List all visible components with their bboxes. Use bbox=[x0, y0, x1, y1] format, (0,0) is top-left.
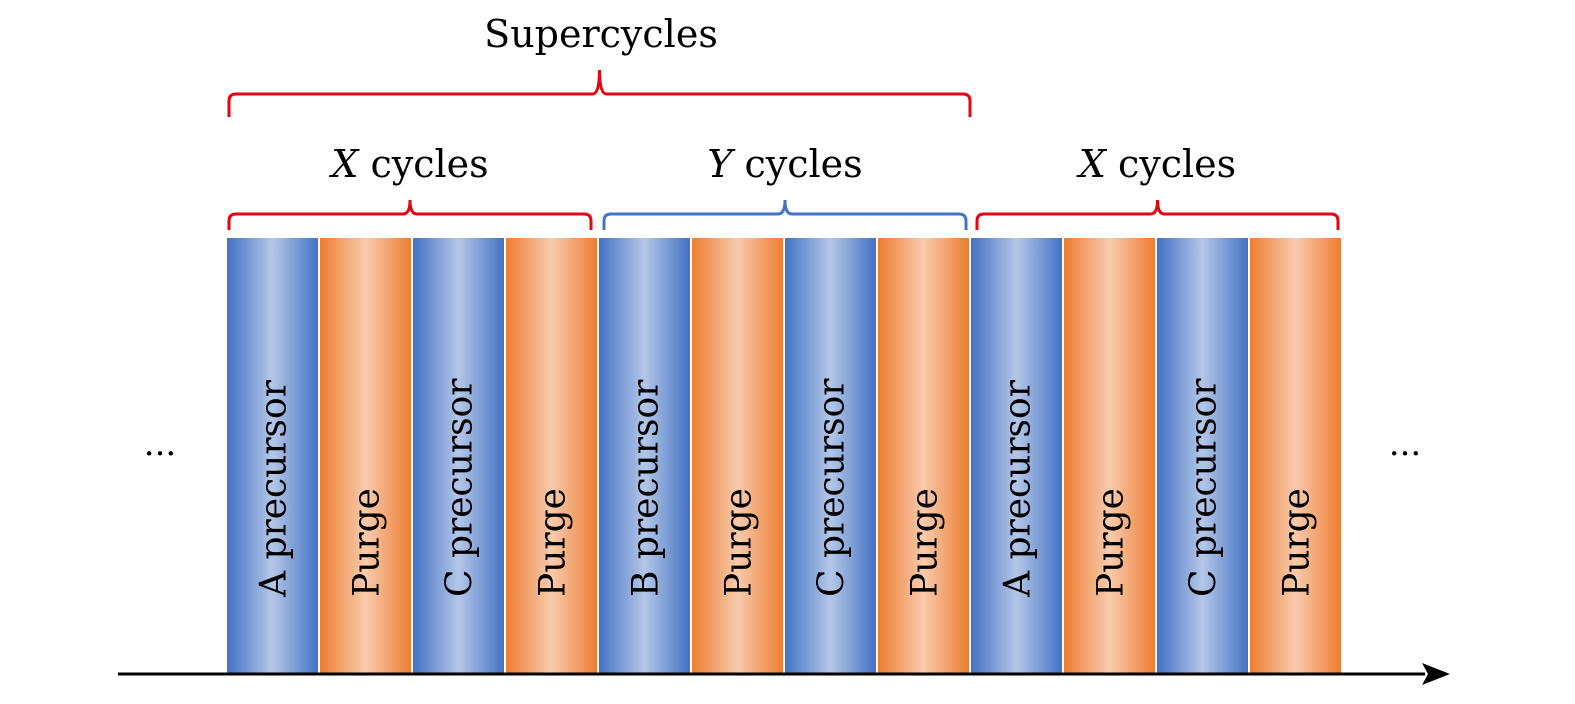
cycle-group-label: X cycles bbox=[328, 142, 488, 186]
time-axis-arrowhead bbox=[1422, 663, 1450, 685]
purge-step-bar bbox=[692, 238, 783, 673]
purge-step-bar bbox=[878, 238, 969, 673]
step-label: Purge bbox=[1091, 488, 1132, 597]
step-label: Purge bbox=[347, 488, 388, 597]
cycle-variable: Y bbox=[707, 142, 736, 186]
purge-step-bar bbox=[1250, 238, 1341, 673]
precursor-step-bar bbox=[227, 238, 318, 673]
supercycles-brace bbox=[227, 69, 972, 117]
precursor-step-bar bbox=[785, 238, 876, 673]
step-label: Purge bbox=[1277, 488, 1318, 597]
precursor-step-bar bbox=[1157, 238, 1248, 673]
step-label: Purge bbox=[533, 488, 574, 597]
step-label: A precursor bbox=[998, 379, 1039, 598]
cycle-group-brace bbox=[227, 199, 593, 230]
step-label: C precursor bbox=[812, 378, 853, 597]
cycle-group-label: X cycles bbox=[1076, 142, 1236, 186]
purge-step-bar bbox=[506, 238, 597, 673]
purge-step-bar bbox=[1064, 238, 1155, 673]
precursor-step-bar bbox=[599, 238, 690, 673]
step-label: Purge bbox=[719, 488, 760, 597]
cycle-group-brace bbox=[602, 199, 968, 230]
step-label: C precursor bbox=[1184, 378, 1225, 597]
ellipsis-right: ... bbox=[1389, 424, 1421, 464]
cycle-word: cycles bbox=[358, 142, 488, 186]
step-label: A precursor bbox=[254, 379, 295, 598]
cycle-variable: X bbox=[1076, 142, 1108, 186]
cycle-group-label: Y cycles bbox=[707, 142, 862, 186]
ellipsis-left: ... bbox=[144, 424, 176, 464]
precursor-step-bar bbox=[413, 238, 504, 673]
precursor-step-bar bbox=[971, 238, 1062, 673]
step-label: Purge bbox=[905, 488, 946, 597]
cycle-group-brace bbox=[975, 199, 1340, 230]
cycle-word: cycles bbox=[1106, 142, 1236, 186]
step-label: C precursor bbox=[440, 378, 481, 597]
supercycles-label: Supercycles bbox=[484, 12, 718, 56]
step-label: B precursor bbox=[626, 379, 667, 597]
purge-step-bar bbox=[320, 238, 411, 673]
cycle-variable: X bbox=[328, 142, 360, 186]
cycle-word: cycles bbox=[732, 142, 862, 186]
